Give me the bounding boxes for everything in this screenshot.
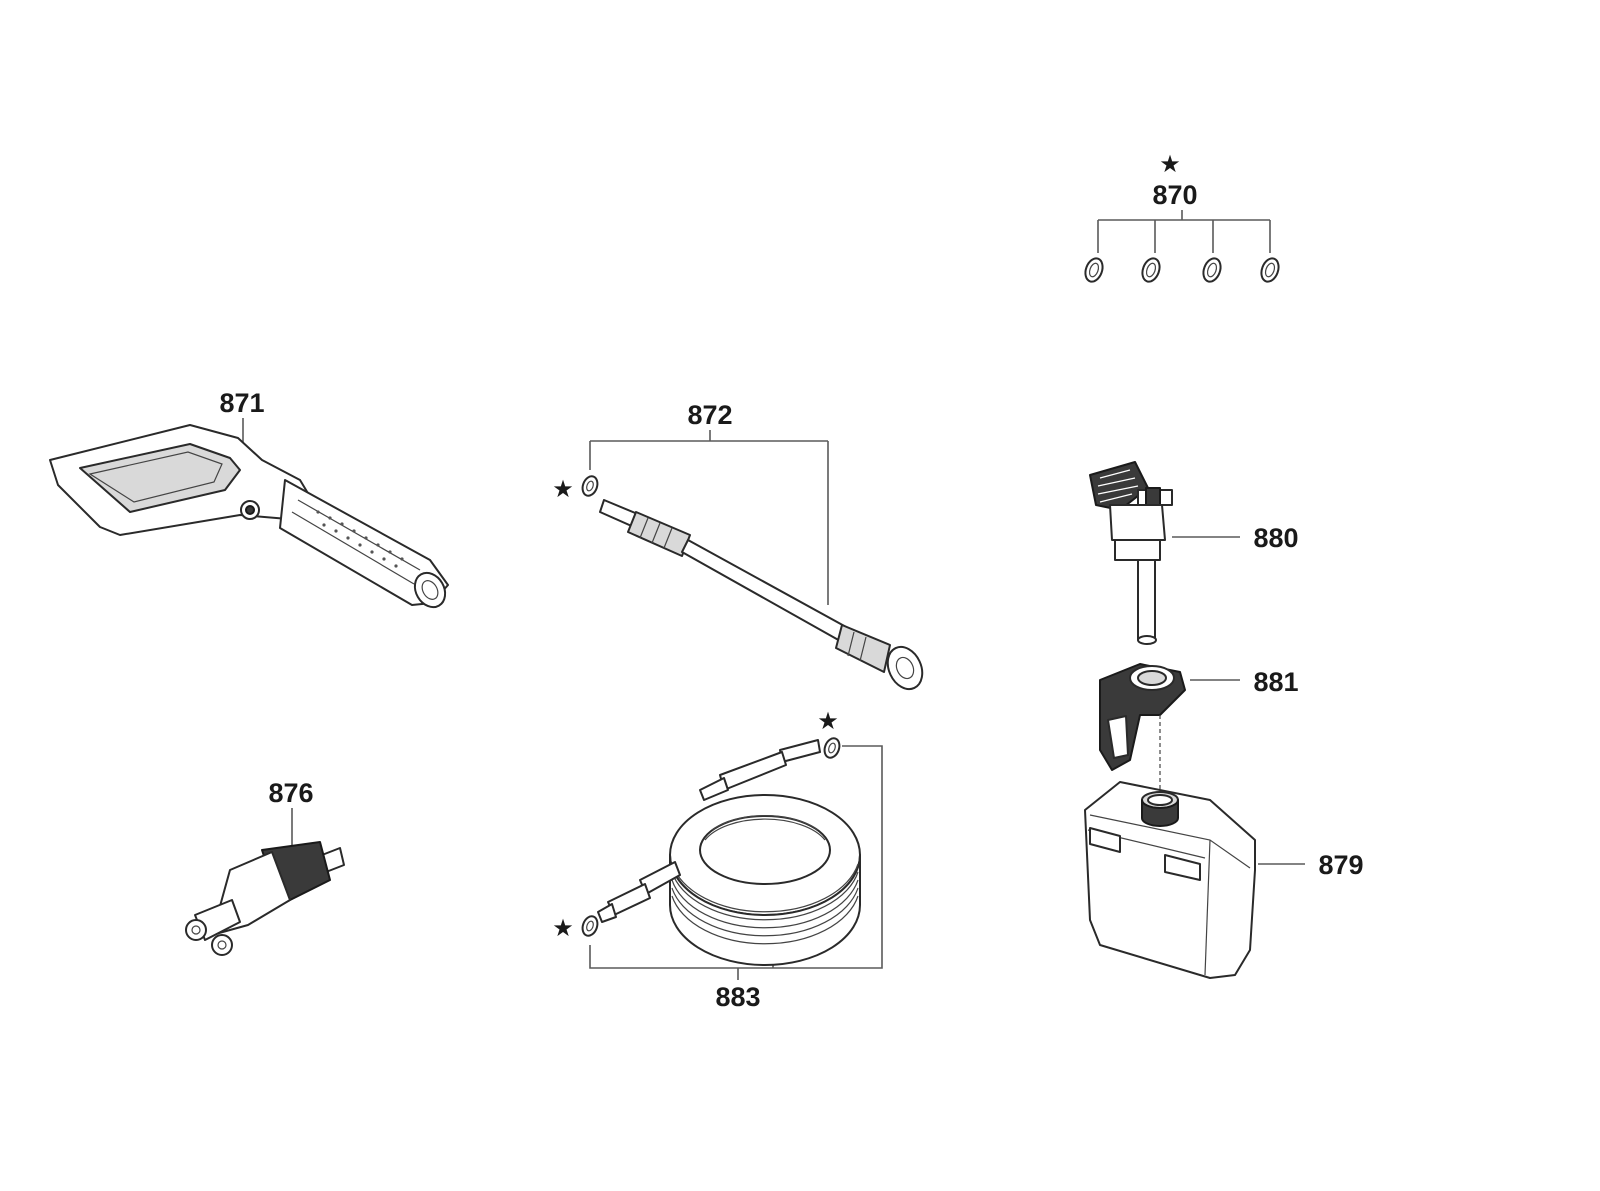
part-label-883[interactable]: 883 <box>715 982 760 1012</box>
o-ring-icon <box>823 737 841 759</box>
star-marker-icon: ★ <box>552 475 574 503</box>
detergent-nozzle-icon <box>1089 461 1173 645</box>
part-label-871[interactable]: 871 <box>219 388 264 418</box>
part-883-group[interactable]: ★ ★ 883 <box>552 707 883 1012</box>
part-label-876[interactable]: 876 <box>268 778 313 808</box>
part-label-872[interactable]: 872 <box>687 400 732 430</box>
part-880-group[interactable]: 880 <box>1089 461 1299 645</box>
part-881-group[interactable]: 881 <box>1099 663 1299 790</box>
leader-line-872 <box>589 430 829 605</box>
star-marker-icon: ★ <box>817 707 839 735</box>
part-label-880[interactable]: 880 <box>1253 523 1298 553</box>
o-ring-icon <box>581 915 599 937</box>
o-ring-icon <box>1141 257 1161 283</box>
part-872-group[interactable]: 872 ★ <box>552 400 929 695</box>
leader-line-870 <box>1097 210 1271 253</box>
o-ring-icon <box>1260 257 1280 283</box>
multi-nozzle-icon <box>185 841 345 956</box>
part-label-881[interactable]: 881 <box>1253 667 1298 697</box>
part-871-group[interactable]: 871 <box>49 388 451 613</box>
extension-lance-icon <box>599 499 924 691</box>
hose-coil-icon <box>597 739 861 966</box>
part-876-group[interactable]: 876 <box>185 778 345 956</box>
part-label-870[interactable]: 870 <box>1152 180 1197 210</box>
o-ring-icon <box>1202 257 1222 283</box>
o-ring-icon <box>581 475 599 497</box>
trigger-gun-icon <box>49 424 449 609</box>
part-870-group[interactable]: ★ 870 <box>1082 150 1281 284</box>
detergent-bottle-icon <box>1084 781 1256 979</box>
star-marker-icon: ★ <box>1159 150 1181 178</box>
part-879-group[interactable]: 879 <box>1084 781 1364 979</box>
bottle-clip-icon <box>1099 663 1186 790</box>
part-label-879[interactable]: 879 <box>1318 850 1363 880</box>
o-ring-icon <box>1084 257 1104 283</box>
star-marker-icon: ★ <box>552 914 574 942</box>
